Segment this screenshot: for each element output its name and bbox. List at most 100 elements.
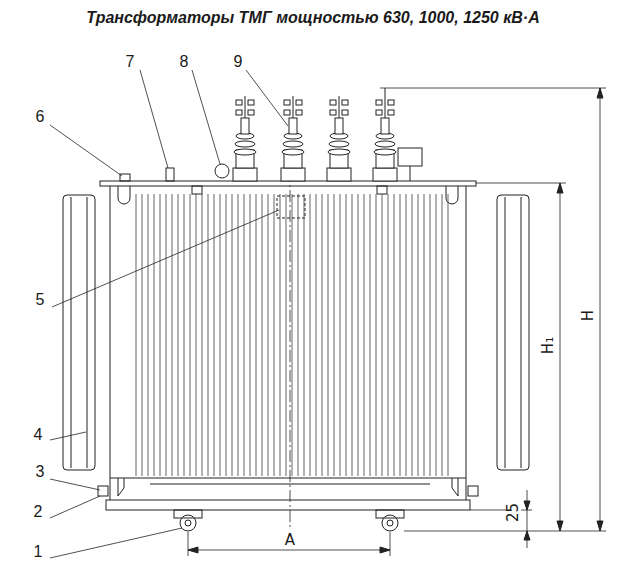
frame-brace	[118, 478, 458, 496]
wheel-hub	[185, 520, 191, 526]
fin-line	[148, 194, 149, 476]
fin-line	[328, 194, 329, 476]
fin-line	[184, 194, 185, 476]
fin-line	[178, 194, 179, 476]
fin-line	[346, 194, 347, 476]
bushing-base	[281, 168, 305, 181]
radiator	[497, 195, 529, 470]
terminal-nut	[248, 110, 254, 115]
bushing-shed	[329, 141, 349, 147]
fin-line	[292, 194, 293, 476]
fin-line	[202, 194, 203, 476]
fin-line	[280, 194, 281, 476]
bushing-shed	[282, 149, 304, 155]
fin-line	[244, 194, 245, 476]
bushing-cap	[381, 118, 389, 134]
terminal-nut	[296, 110, 302, 115]
callout-number: 9	[233, 54, 244, 70]
fin-line	[298, 194, 299, 476]
fin-line	[268, 194, 269, 476]
bushing-shed	[283, 141, 303, 147]
wheel-hub	[387, 520, 393, 526]
bushing-cap	[241, 118, 249, 134]
bushing-cap	[335, 118, 343, 134]
tank-bottom	[110, 478, 466, 479]
fin-line	[154, 194, 155, 476]
lifting-lug	[446, 186, 458, 204]
leader-line	[246, 70, 288, 126]
extension-line	[188, 532, 189, 556]
fin-line	[430, 194, 431, 476]
wheel-bracket	[174, 510, 202, 518]
terminal-nut	[376, 110, 382, 115]
callout-number: 7	[125, 54, 136, 70]
wheel	[180, 515, 196, 531]
radiator	[63, 195, 95, 470]
leader-line	[52, 210, 279, 307]
leader-line	[50, 479, 100, 490]
leader-line	[192, 70, 220, 164]
fin-line	[400, 194, 401, 476]
bushing-shed	[235, 141, 255, 147]
fin-line	[274, 194, 275, 476]
radiator-line	[521, 197, 522, 468]
bushing-rod	[385, 88, 386, 118]
arrowhead	[557, 183, 563, 531]
wheel	[382, 515, 398, 531]
fin-line	[226, 194, 227, 476]
radiator-line	[505, 197, 506, 468]
tank-cover	[100, 181, 476, 186]
bushing-rod	[339, 96, 340, 118]
fin-line	[238, 194, 239, 476]
dimension-label: A	[284, 533, 296, 548]
fin-line	[256, 194, 257, 476]
fin-line	[334, 194, 335, 476]
fitting	[215, 164, 229, 178]
bushing-base	[373, 168, 397, 181]
terminal-nut	[342, 110, 348, 115]
terminal-nut	[236, 110, 242, 115]
fin-line	[376, 194, 377, 476]
terminal-nut	[284, 100, 290, 105]
bushing-base	[233, 168, 257, 181]
bracket	[377, 186, 387, 194]
fin-line	[394, 194, 395, 476]
dimension-label: 25	[507, 501, 522, 522]
fin-line	[442, 194, 443, 476]
extension-line	[476, 183, 566, 184]
title: Трансформаторы ТМГ мощностью 630, 1000, …	[86, 10, 539, 26]
extension-line	[380, 88, 606, 89]
terminal-nut	[388, 100, 394, 105]
fin-line	[250, 194, 251, 476]
fitting	[410, 166, 411, 181]
fin-line	[166, 194, 167, 476]
terminal-nut	[330, 110, 336, 115]
fin-line	[316, 194, 317, 476]
terminal-nut	[388, 110, 394, 115]
fin-line	[322, 194, 323, 476]
fin-line	[214, 194, 215, 476]
center-line	[290, 150, 291, 530]
radiator-line	[71, 197, 72, 468]
tank-wall	[110, 186, 111, 500]
extension-line	[404, 531, 606, 532]
fin-line	[364, 194, 365, 476]
fin-line	[196, 194, 197, 476]
bushing-shed	[374, 149, 396, 155]
tank-fins	[136, 194, 448, 476]
leader-line	[50, 496, 100, 518]
dimension-label: H	[582, 308, 597, 321]
bracket	[192, 186, 202, 194]
ground-terminal	[468, 486, 478, 496]
fin-line	[388, 194, 389, 476]
terminal-nut	[284, 110, 290, 115]
fin-line	[172, 194, 173, 476]
tank-wall	[466, 186, 467, 500]
dimension-label: H₁	[541, 335, 556, 354]
fin-line	[436, 194, 437, 476]
switch-box	[398, 148, 422, 166]
dimension-line	[600, 88, 601, 531]
dimension-line	[188, 550, 390, 551]
fitting	[166, 168, 174, 181]
